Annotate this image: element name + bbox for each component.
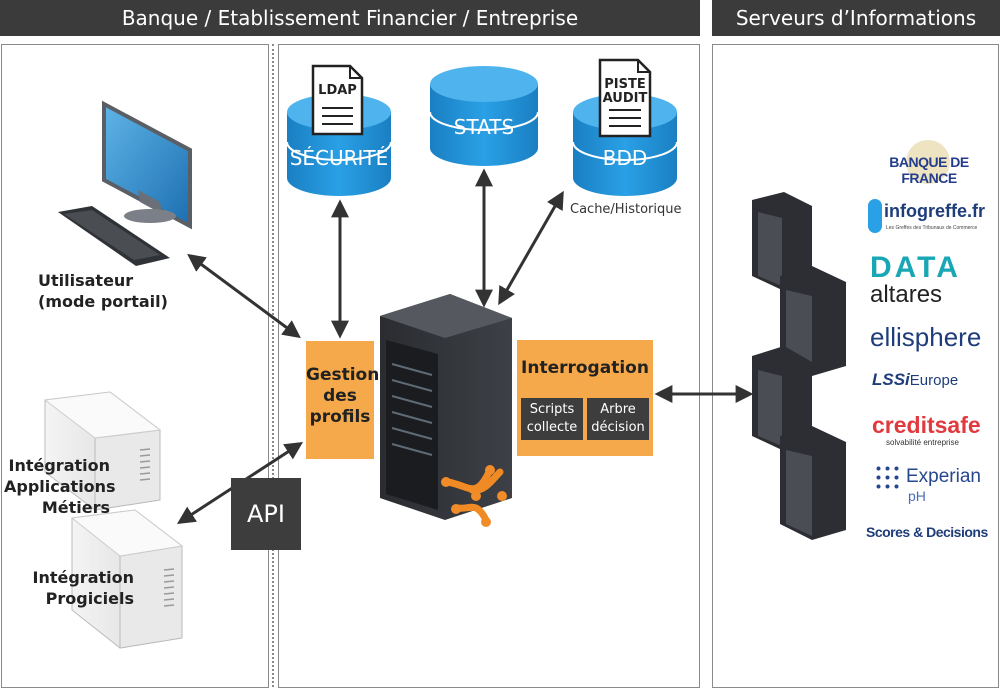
piste-label: PISTE [604, 77, 646, 92]
integration-metiers-label: Intégration Applications Métiers [4, 456, 116, 517]
scores-decisions-logo: Scores & Decisions [866, 524, 988, 540]
api-box: API [231, 478, 301, 550]
left-header: Banque / Etablissement Financier / Entre… [0, 0, 700, 36]
server-rack-icon [780, 426, 846, 540]
audit-label: AUDIT [602, 91, 648, 106]
desktop-computer-icon [102, 100, 192, 230]
logo-mark-icon [441, 465, 507, 527]
experian-logo: Experian pH [874, 462, 994, 504]
arrow-bdd-server [498, 190, 564, 306]
lssi-europe-logo: LSSiEurope [872, 370, 959, 389]
server-tower-icon [43, 391, 162, 511]
stats-database-icon [429, 66, 539, 166]
scripts-collecte-box: Scripts collecte [521, 398, 583, 440]
utilisateur-label: Utilisateur (mode portail) [38, 271, 168, 311]
ellisphere-logo: ellisphere [870, 322, 982, 352]
keyboard-icon [58, 206, 170, 266]
interrogation-box: Interrogation Scripts collecte Arbre déc… [517, 340, 653, 456]
securite-label: SÉCURITÉ [289, 146, 389, 170]
creditsafe-logo: creditsafe solvabilité entreprise [872, 412, 981, 447]
right-header: Serveurs d’Informations [712, 0, 1000, 36]
document-icon [311, 64, 364, 136]
arrow-user-gestion [187, 253, 301, 339]
separator-line [272, 44, 274, 687]
gestion-profils-box: Gestion des profils [306, 341, 379, 459]
banque-de-france-logo: BANQUE DE FRANCE [866, 140, 992, 186]
infogreffe-logo: infogreffe.fr Les Greffes des Tribunaux … [868, 195, 988, 243]
document-icon [598, 58, 652, 138]
server-rack-icon [752, 346, 812, 450]
server-tower-icon [70, 509, 184, 649]
interrogation-title: Interrogation [521, 358, 649, 378]
server-rack-icon [380, 294, 512, 520]
bdd-label: BDD [602, 146, 648, 170]
stats-label: STATS [453, 115, 515, 139]
cache-caption: Cache/Historique [570, 202, 682, 217]
arbre-decision-box: Arbre décision [587, 398, 649, 440]
ldap-label: LDAP [318, 83, 357, 98]
integration-progiciels-label: Intégration Progiciels [32, 568, 135, 608]
server-rack-icon [752, 192, 812, 290]
altares-logo: DATA altares [870, 251, 961, 308]
